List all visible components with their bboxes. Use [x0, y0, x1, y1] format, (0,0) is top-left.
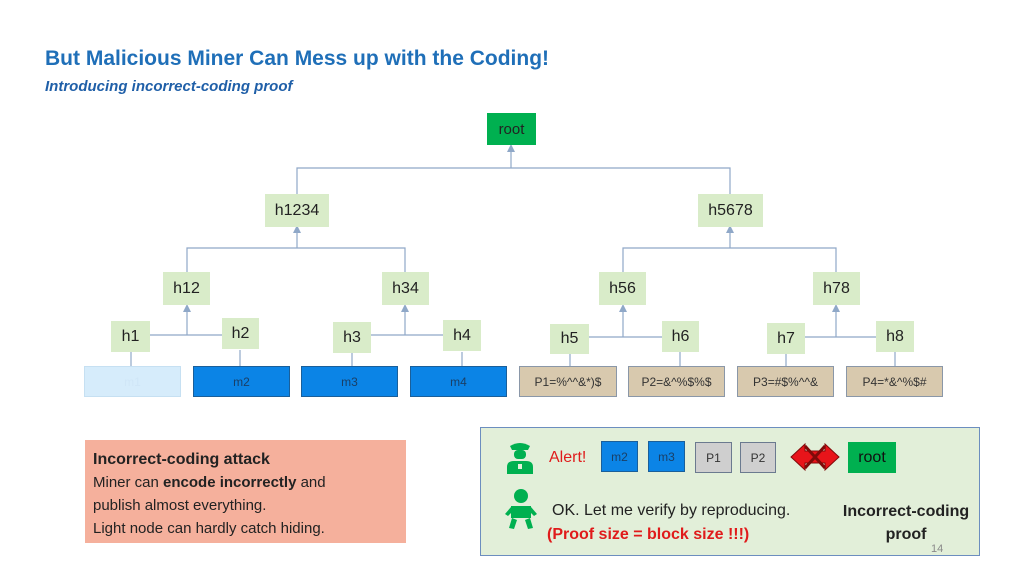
leaf-m2: m2 — [193, 366, 290, 397]
proof-chip-m3: m3 — [648, 441, 685, 472]
page-number: 14 — [931, 543, 944, 555]
leaf-p1: P1=%^^&*)$ — [519, 366, 617, 397]
attack-heading: Incorrect-coding attack — [93, 451, 270, 468]
alert-text: Alert! — [549, 449, 587, 466]
attack-box: Incorrect-coding attack Miner can encode… — [85, 440, 406, 543]
edge-h1234 — [186, 247, 406, 272]
verify-text: OK. Let me verify by reproducing. — [552, 502, 791, 519]
attack-line-1-suffix: and — [296, 474, 326, 491]
leaf-p4: P4=*&^%$# — [846, 366, 943, 397]
leaf-m3: m3 — [301, 366, 398, 397]
incorrect-coding-proof-label-2: proof — [885, 526, 927, 543]
proof-size-note: (Proof size = block size !!!) — [547, 526, 750, 543]
node-h12: h12 — [163, 272, 210, 305]
slide-subtitle: Introducing incorrect-coding proof — [45, 78, 293, 95]
edge-root — [296, 167, 731, 194]
incorrect-coding-proof-label-1: Incorrect-coding — [842, 503, 970, 520]
leaf-m1: m1 — [84, 366, 181, 397]
node-h56: h56 — [599, 272, 646, 305]
attack-line-2: publish almost everything. — [93, 497, 267, 514]
attack-line-1: Miner can encode incorrectly and — [93, 471, 398, 494]
node-h1234: h1234 — [265, 194, 329, 227]
slide-title: But Malicious Miner Can Mess up with the… — [45, 47, 550, 70]
edge-h5678 — [622, 247, 837, 272]
node-h34: h34 — [382, 272, 429, 305]
proof-chip-p1: P1 — [695, 442, 732, 473]
baby-icon — [505, 489, 537, 529]
node-h2: h2 — [222, 318, 259, 349]
node-h5: h5 — [550, 324, 589, 354]
root-node: root — [487, 113, 536, 145]
node-h1: h1 — [111, 321, 150, 352]
leaf-m4: m4 — [410, 366, 507, 397]
node-h7: h7 — [767, 323, 805, 354]
red-cross-arrow-icon — [790, 442, 840, 472]
node-h4: h4 — [443, 320, 481, 351]
node-h3: h3 — [333, 322, 371, 353]
attack-line-1-bold: encode incorrectly — [163, 474, 297, 491]
attack-line-1-prefix: Miner can — [93, 474, 164, 491]
node-h8: h8 — [876, 321, 914, 352]
proof-chip-p2: P2 — [740, 442, 776, 473]
attack-line-3: Light node can hardly catch hiding. — [93, 520, 325, 537]
node-h78: h78 — [813, 272, 860, 305]
node-h5678: h5678 — [698, 194, 763, 227]
proof-chip-m2: m2 — [601, 441, 638, 472]
leaf-p2: P2=&^%$%$ — [628, 366, 725, 397]
node-h6: h6 — [662, 321, 699, 352]
proof-root-chip: root — [848, 442, 896, 473]
leaf-p3: P3=#$%^^& — [737, 366, 834, 397]
police-officer-icon — [507, 443, 533, 474]
